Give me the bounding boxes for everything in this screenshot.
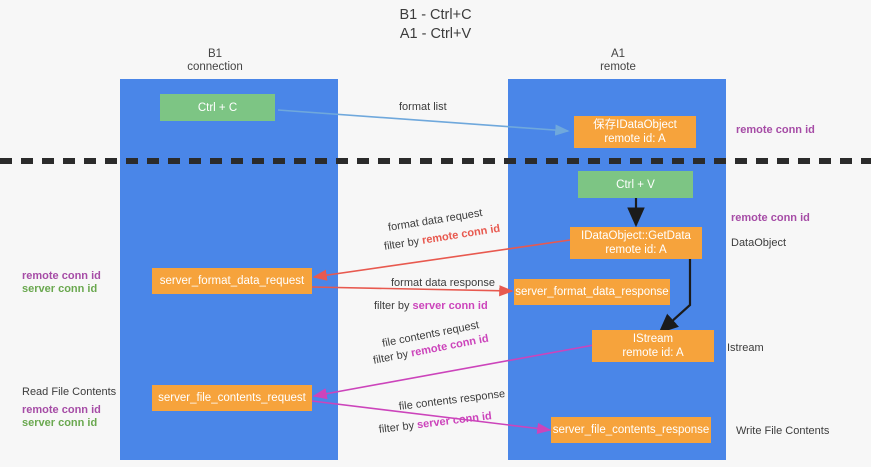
annotation-left-read-file-contents: Read File Contents bbox=[22, 386, 117, 398]
node-istream-title: IStream bbox=[632, 333, 674, 345]
annotation-text: remote conn id bbox=[736, 124, 815, 136]
title-line-2: A1 - Ctrl+V bbox=[399, 26, 472, 42]
filter-key-server-conn-id: server conn id bbox=[412, 300, 488, 312]
annotation-text: server conn id bbox=[22, 283, 98, 295]
annotation-left-remote-conn-id-2: remote conn id bbox=[22, 403, 101, 418]
column-header-a1: A1 remote bbox=[553, 48, 683, 74]
node-server-format-data-request-label: server_format_data_request bbox=[159, 275, 305, 287]
annotation-left-server-conn-id: server conn id bbox=[22, 282, 97, 297]
filter-prefix: filter by bbox=[378, 419, 418, 436]
annotation-right-remote-conn-id-top: remote conn id bbox=[736, 123, 815, 138]
edge-label-format-data-response: format data response bbox=[391, 277, 495, 289]
node-idataobject-subtitle: remote id: A bbox=[604, 133, 666, 145]
node-server-file-contents-request[interactable]: server_file_contents_request bbox=[152, 385, 312, 411]
annotation-text: server conn id bbox=[22, 417, 98, 429]
annotation-text: remote conn id bbox=[731, 212, 810, 224]
annotation-right-remote-conn-id-mid: remote conn id bbox=[731, 211, 810, 226]
column-header-b1: B1 connection bbox=[150, 48, 280, 74]
node-server-format-data-response[interactable]: server_format_data_response bbox=[514, 279, 670, 305]
diagram-title: B1 - Ctrl+C A1 - Ctrl+V bbox=[0, 6, 871, 44]
filter-prefix: filter by bbox=[383, 234, 424, 253]
node-server-format-data-response-label: server_format_data_response bbox=[515, 286, 669, 298]
edge-label-format-list: format list bbox=[399, 101, 447, 113]
annotation-text: remote conn id bbox=[22, 404, 101, 416]
annotation-text: remote conn id bbox=[22, 270, 101, 282]
node-idataobject[interactable]: 保存IDataObject remote id: A bbox=[574, 116, 696, 148]
node-istream-subtitle: remote id: A bbox=[622, 347, 684, 359]
node-ctrl-v[interactable]: Ctrl + V bbox=[578, 171, 693, 198]
node-server-file-contents-response[interactable]: server_file_contents_response bbox=[551, 417, 711, 443]
node-ctrl-c-label: Ctrl + C bbox=[197, 101, 238, 114]
node-idataobject-title: 保存IDataObject bbox=[593, 119, 677, 131]
filter-prefix: filter by bbox=[374, 300, 413, 312]
node-ctrl-v-label: Ctrl + V bbox=[616, 178, 655, 191]
title-line-1: B1 - Ctrl+C bbox=[399, 7, 472, 23]
annotation-left-server-conn-id-2: server conn id bbox=[22, 416, 97, 431]
annotation-left-remote-conn-id: remote conn id bbox=[22, 269, 101, 284]
edge-label-file-contents-response-filter: filter by server conn id bbox=[378, 409, 493, 437]
column-a1-role: remote bbox=[600, 61, 636, 73]
annotation-right-write-file-contents: Write File Contents bbox=[736, 425, 830, 437]
column-b1-role: connection bbox=[187, 61, 243, 73]
node-getdata-subtitle: remote id: A bbox=[605, 244, 667, 256]
annotation-right-istream: Istream bbox=[727, 342, 764, 354]
edge-label-format-data-response-filter: filter by server conn id bbox=[374, 299, 488, 313]
column-a1-name: A1 bbox=[610, 48, 626, 60]
node-server-format-data-request[interactable]: server_format_data_request bbox=[152, 268, 312, 294]
column-b1-name: B1 bbox=[207, 48, 223, 60]
filter-prefix: filter by bbox=[372, 347, 413, 367]
node-server-file-contents-response-label: server_file_contents_response bbox=[552, 424, 710, 436]
node-idataobject-getdata[interactable]: IDataObject::GetData remote id: A bbox=[570, 227, 702, 259]
annotation-right-dataobject: DataObject bbox=[731, 237, 787, 249]
node-ctrl-c[interactable]: Ctrl + C bbox=[160, 94, 275, 121]
node-server-file-contents-request-label: server_file_contents_request bbox=[158, 392, 306, 404]
node-istream[interactable]: IStream remote id: A bbox=[592, 330, 714, 362]
node-getdata-title: IDataObject::GetData bbox=[581, 230, 691, 242]
filter-key-server-conn-id: server conn id bbox=[416, 410, 493, 432]
